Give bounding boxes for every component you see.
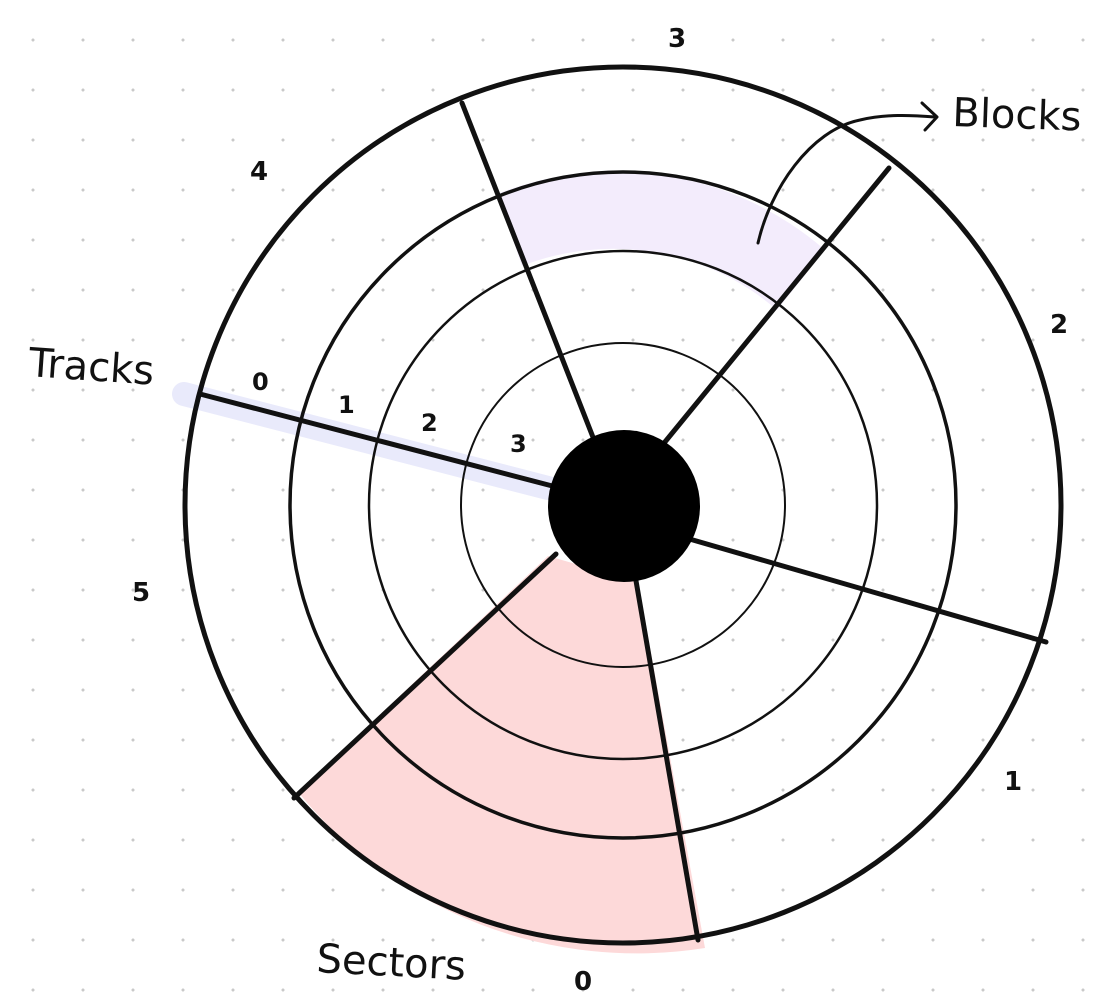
sector-line-right (683, 535, 1049, 645)
sector-line-bottom-left (291, 551, 559, 801)
sector-line-bottom (632, 572, 701, 943)
sector-number-1: 1 (1004, 767, 1022, 797)
track-number-3: 3 (510, 430, 527, 458)
track-highlight (172, 382, 560, 500)
blocks-arrowhead-icon (920, 101, 939, 132)
sector-number-2: 2 (1050, 310, 1068, 340)
sectors-label: Sectors (315, 936, 467, 990)
sector-highlight (298, 556, 705, 954)
track-ring-outer (182, 64, 1064, 946)
blocks-label: Blocks (952, 90, 1083, 140)
sector-line-left (197, 391, 563, 491)
track-number-1: 1 (338, 391, 355, 419)
sector-line-top-right (657, 165, 892, 451)
sector-number-3: 3 (668, 24, 686, 54)
block-highlight (497, 171, 825, 310)
spindle-hub (548, 430, 700, 582)
track-number-0: 0 (252, 368, 269, 396)
sector-number-0: 0 (574, 967, 592, 997)
track-ring-2 (367, 249, 879, 761)
track-ring-3 (460, 342, 786, 668)
sector-line-top (459, 100, 601, 453)
tracks-label: Tracks (26, 340, 155, 395)
sector-number-5: 5 (132, 578, 150, 608)
track-ring-1 (288, 170, 958, 840)
track-number-2: 2 (421, 409, 438, 437)
sector-number-4: 4 (250, 157, 268, 187)
blocks-arrow (756, 113, 937, 245)
